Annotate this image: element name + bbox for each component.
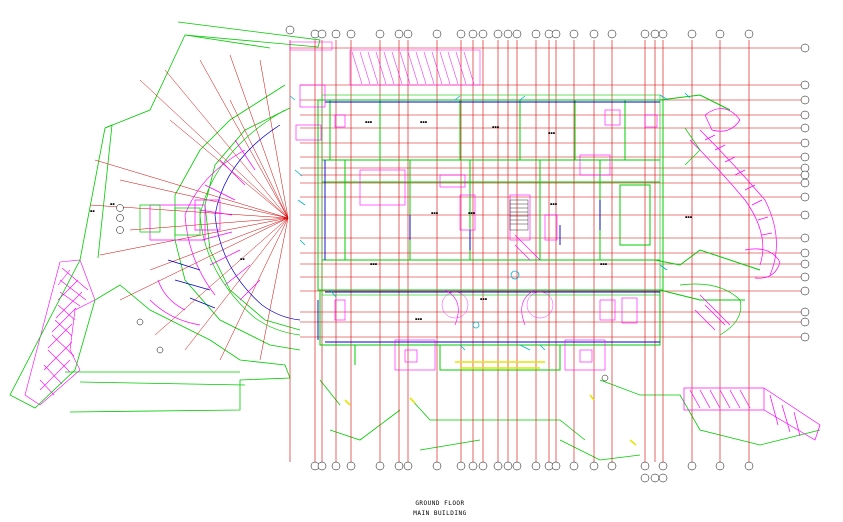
svg-text:▪▪: ▪▪	[110, 202, 115, 206]
svg-text:▪▪▪: ▪▪▪	[600, 262, 608, 266]
grid-bubbles-top	[285, 25, 754, 39]
drawing-subtitle: MAIN BUILDING	[413, 510, 467, 517]
svg-text:▪▪▪: ▪▪▪	[365, 120, 373, 124]
vertical-grid-lines	[289, 40, 750, 462]
room-labels: ▪▪▪▪▪▪▪▪▪ ▪▪▪▪▪▪▪▪▪ ▪▪▪▪▪▪▪▪▪ ▪▪▪▪▪▪▪▪▪ …	[90, 120, 693, 321]
drawing-title: GROUND FLOOR	[415, 500, 465, 507]
stair-icon	[441, 199, 554, 319]
svg-text:▪▪: ▪▪	[90, 209, 95, 213]
horizontal-grid-lines	[290, 47, 805, 338]
svg-text:▪▪▪: ▪▪▪	[492, 125, 500, 129]
radial-grid	[89, 54, 289, 361]
site-boundary	[9, 21, 821, 461]
svg-text:▪▪▪: ▪▪▪	[480, 297, 488, 301]
svg-text:▪▪▪: ▪▪▪	[415, 317, 423, 321]
left-hatched-strip	[24, 259, 96, 406]
svg-text:▪▪▪: ▪▪▪	[420, 120, 428, 124]
svg-text:▪▪: ▪▪	[240, 257, 245, 261]
left-wing	[139, 109, 301, 336]
svg-text:▪▪▪: ▪▪▪	[685, 215, 693, 219]
grid-bubbles-bottom	[310, 461, 754, 483]
svg-text:▪▪▪: ▪▪▪	[468, 211, 476, 215]
grid-bubbles-left-wing	[116, 204, 609, 382]
blue-walls	[317, 101, 660, 343]
svg-text:▪▪▪: ▪▪▪	[370, 262, 378, 266]
svg-text:▪▪▪: ▪▪▪	[550, 202, 558, 206]
fixtures	[295, 84, 658, 371]
svg-text:▪▪▪: ▪▪▪	[548, 131, 556, 135]
grid-bubbles-right	[800, 43, 810, 342]
top-canopy	[289, 41, 481, 86]
cyan-details	[289, 92, 691, 351]
yellow-details	[344, 361, 637, 446]
right-wing	[679, 108, 821, 441]
main-building-walls	[317, 94, 761, 371]
svg-text:▪▪▪: ▪▪▪	[431, 211, 439, 215]
